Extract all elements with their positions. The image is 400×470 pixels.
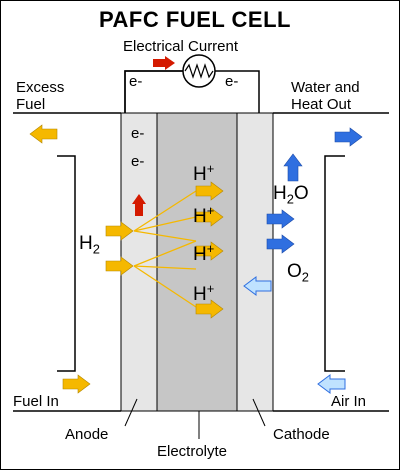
proton-path-lines [133,190,197,308]
hydrogen-ion-2: H+ [193,203,215,228]
hydrogen-ion-3: H+ [193,241,215,266]
oxygen-label: O2 [287,261,309,285]
diagram-title: PAFC FUEL CELL [99,7,291,32]
left-inner-bracket [57,155,76,372]
excess-fuel-arrow [29,124,58,144]
air-in-arrow [317,374,346,394]
fuel-in-arrow [62,374,91,394]
cathode-label: Cathode [273,426,330,443]
circuit-electron-right: e- [225,73,239,90]
excess-fuel-label-line1: Excess [16,79,65,96]
cathode-layer [236,112,274,412]
anode-electron-2: e- [131,153,145,170]
circuit-electron-left: e- [129,73,143,90]
fuel-in-label: Fuel In [13,393,59,410]
electrical-current-label: Electrical Current [123,38,239,55]
water-heat-label-line2: Heat Out [291,96,352,113]
water-heat-label-line1: Water and [291,79,360,96]
circuit-wire-left [124,70,183,113]
electrolyte-layer [156,112,238,412]
right-inner-bracket [324,155,345,372]
resistor-zigzag [184,63,214,79]
electrolyte-label: Electrolyte [157,443,228,460]
hydrogen-ion-4: H+ [193,281,215,306]
water-label: H2O [273,183,309,207]
water-heat-out-arrow [334,127,363,147]
air-in-label: Air In [331,393,367,410]
excess-fuel-label-line2: Fuel [16,96,46,113]
anode-electron-1: e- [131,125,145,142]
hydrogen-ion-1: H+ [193,161,215,186]
circuit-wire-right [215,70,260,113]
anode-leader [124,398,138,427]
water-up-arrow [283,153,303,182]
cathode-leader [252,398,266,427]
hydrogen-gas-label: H2 [79,233,100,257]
circuit-current-arrow [153,56,175,70]
anode-label: Anode [65,426,109,443]
